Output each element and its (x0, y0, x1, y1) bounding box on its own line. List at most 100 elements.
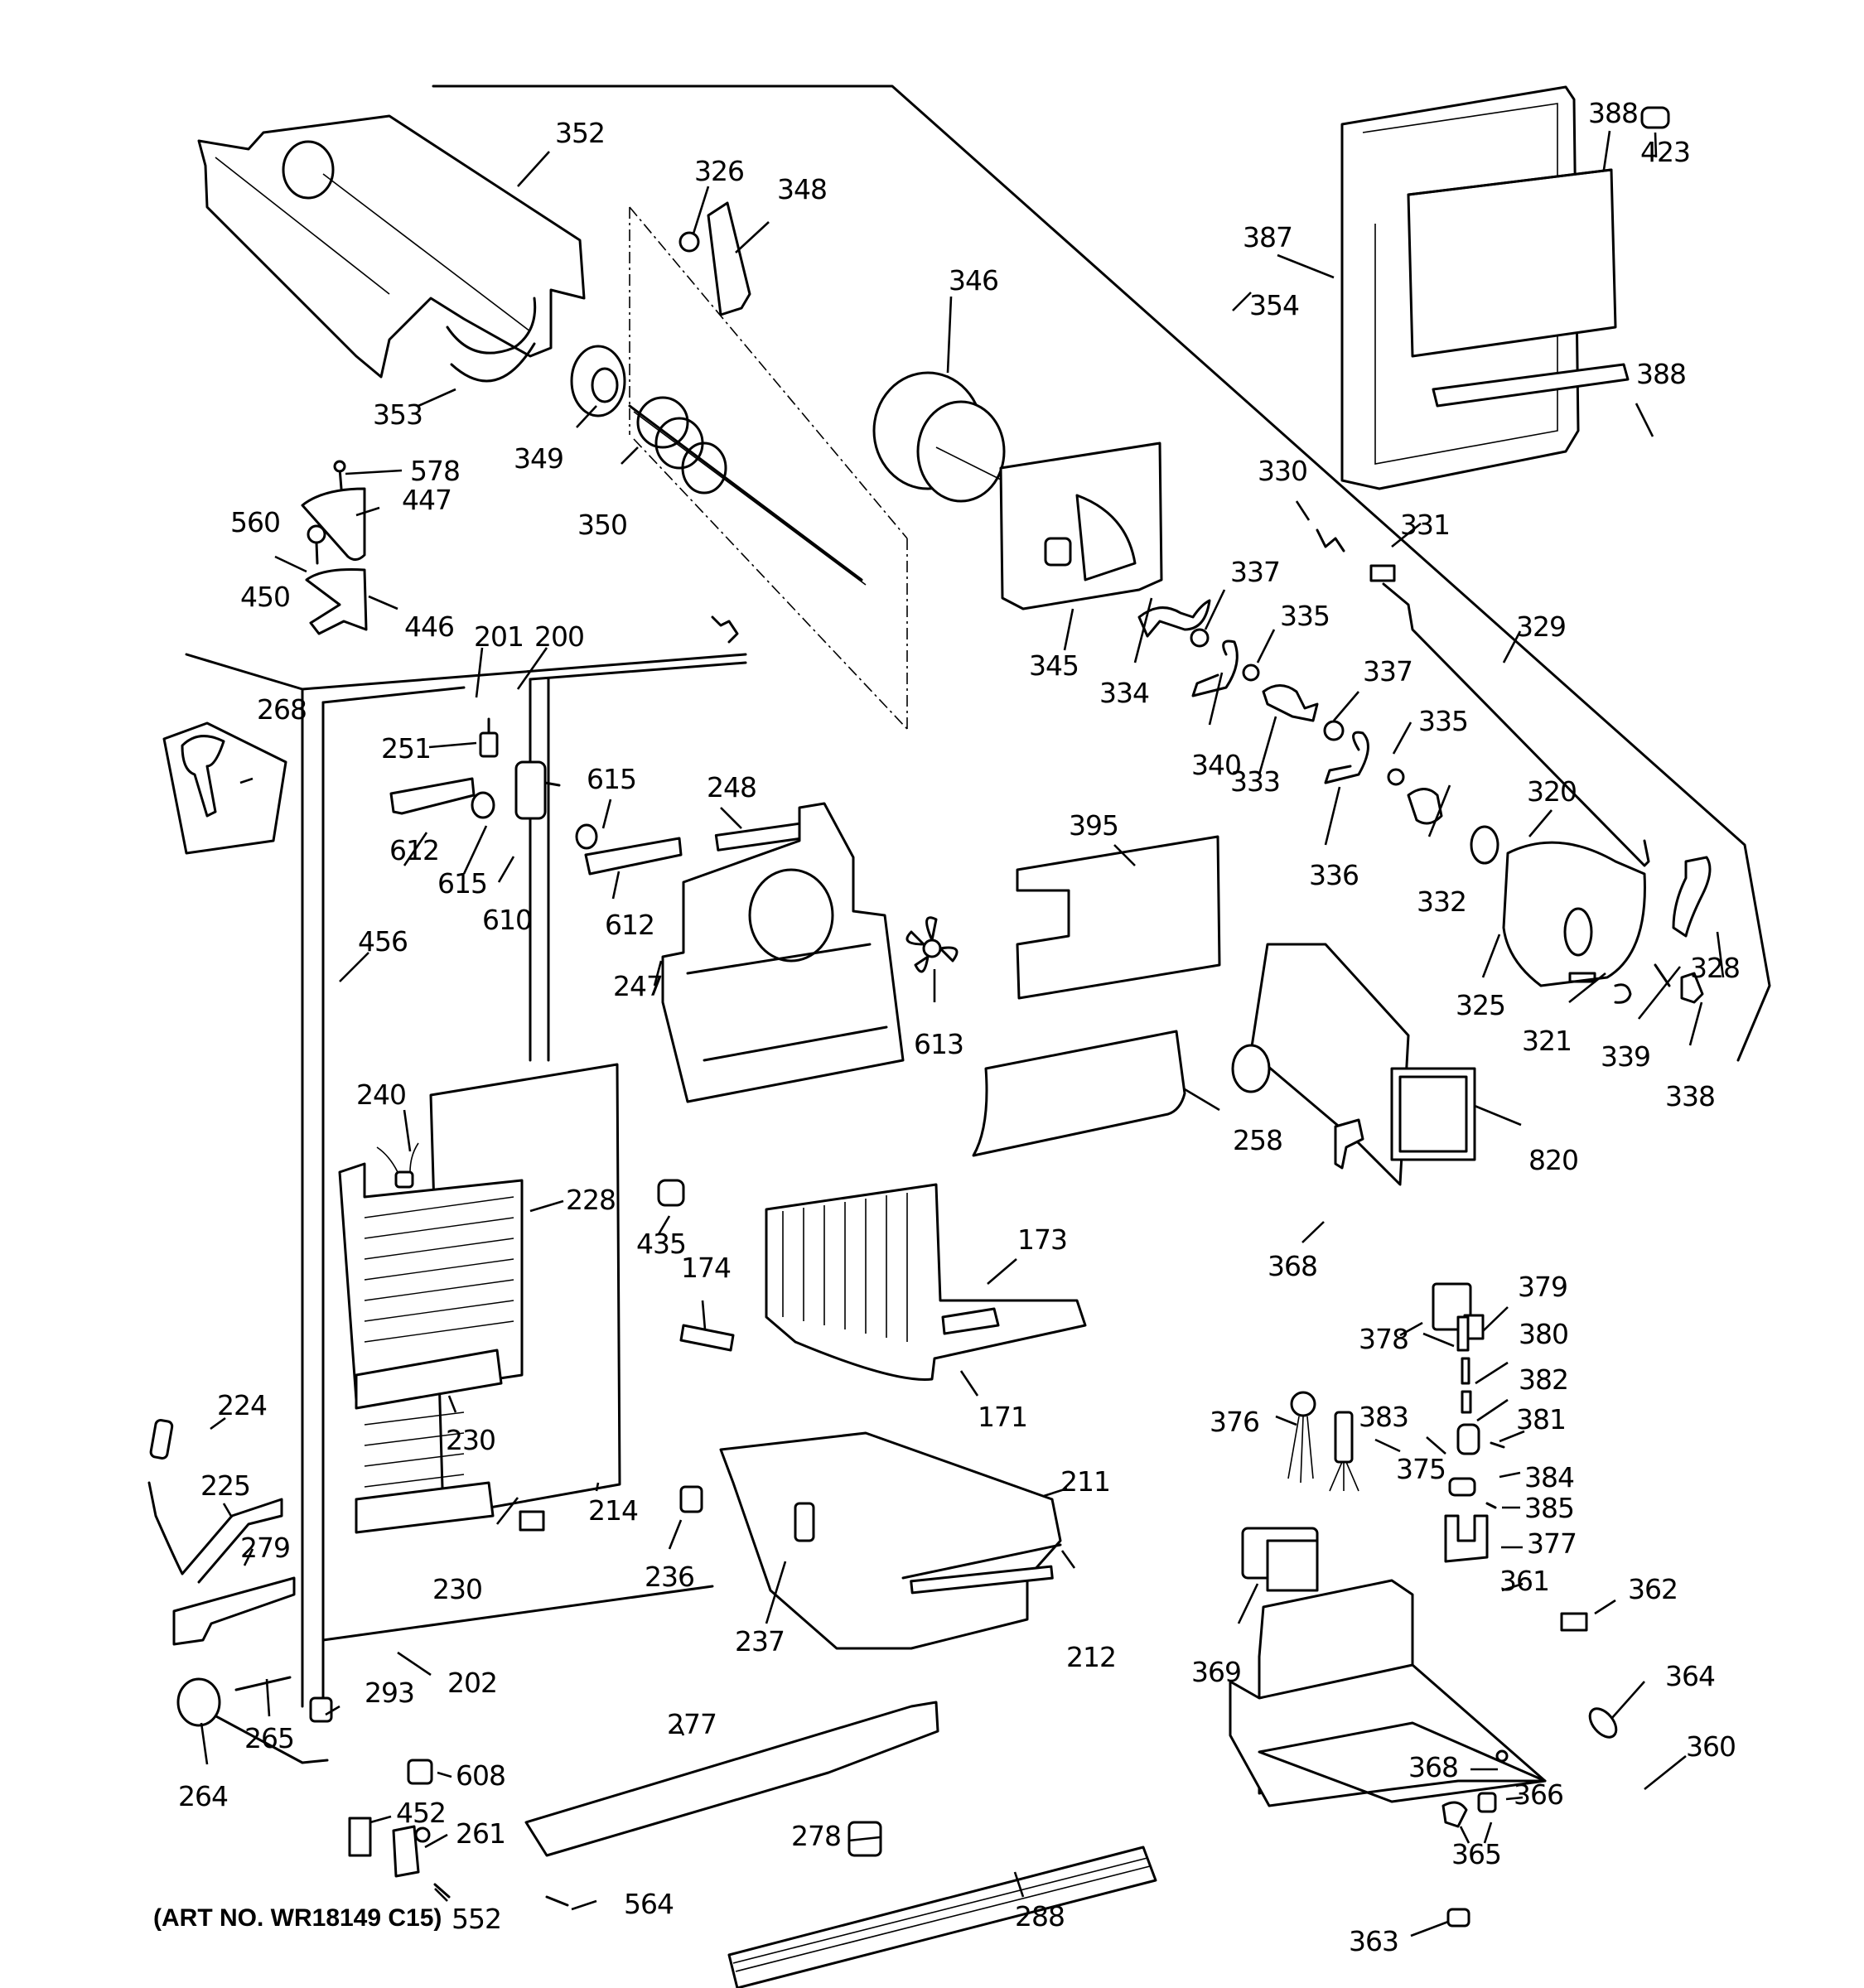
shelf-basket-171[interactable] (765, 1183, 1087, 1381)
hinge-cover-447[interactable] (301, 487, 366, 561)
callout-615-upper[interactable]: 615 (587, 763, 637, 795)
heater-375[interactable] (1329, 1411, 1359, 1492)
guide-328[interactable] (1672, 856, 1712, 938)
callout-388-top[interactable]: 388 (1588, 97, 1639, 129)
callout-346[interactable]: 346 (949, 264, 999, 297)
bracket-612-right[interactable] (584, 837, 683, 876)
callout-348[interactable]: 348 (777, 173, 828, 205)
dispenser-rail-388-bottom[interactable] (1432, 363, 1630, 408)
spring-382[interactable] (1461, 1390, 1472, 1414)
ice-bucket-352[interactable] (197, 114, 586, 379)
callout-247[interactable]: 247 (613, 970, 664, 1002)
mounting-plate-345[interactable] (999, 442, 1163, 610)
callout-328[interactable]: 328 (1690, 952, 1741, 984)
callout-240[interactable]: 240 (356, 1078, 407, 1111)
cap-435[interactable] (657, 1179, 685, 1207)
callout-268[interactable]: 268 (257, 693, 307, 726)
callout-388-bottom[interactable]: 388 (1636, 358, 1687, 390)
callout-560[interactable]: 560 (230, 506, 281, 538)
evaporator-228[interactable] (338, 1162, 524, 1508)
callout-320[interactable]: 320 (1527, 775, 1577, 808)
clip-362[interactable] (1560, 1612, 1588, 1632)
callout-612-left[interactable]: 612 (389, 834, 440, 866)
bracket-368-upper[interactable] (1334, 1118, 1364, 1170)
callout-380[interactable]: 380 (1519, 1318, 1569, 1350)
shim-452[interactable] (348, 1817, 372, 1857)
callout-364[interactable]: 364 (1665, 1660, 1716, 1692)
screw-368-lower[interactable] (1495, 1749, 1509, 1763)
callout-452[interactable]: 452 (396, 1797, 447, 1829)
bushing-320[interactable] (1470, 825, 1499, 865)
clip-331[interactable] (1369, 564, 1396, 582)
callout-225[interactable]: 225 (200, 1469, 251, 1502)
spring-224[interactable] (149, 1419, 174, 1460)
callout-212[interactable]: 212 (1066, 1641, 1117, 1673)
callout-382[interactable]: 382 (1519, 1363, 1569, 1396)
callout-375[interactable]: 375 (1396, 1453, 1446, 1485)
callout-387[interactable]: 387 (1243, 221, 1293, 253)
callout-435[interactable]: 435 (636, 1228, 687, 1260)
callout-258[interactable]: 258 (1233, 1124, 1283, 1156)
motor-housing-325[interactable] (1502, 841, 1646, 987)
screw-564[interactable] (545, 1895, 569, 1907)
callout-354[interactable]: 354 (1249, 289, 1300, 321)
washer-335-lower[interactable] (1387, 768, 1405, 786)
lever-336[interactable] (1324, 731, 1369, 784)
defrost-heater-230-lower[interactable] (355, 1481, 495, 1534)
callout-615-lower[interactable]: 615 (437, 867, 488, 900)
callout-261[interactable]: 261 (456, 1817, 506, 1850)
motor-369[interactable] (1241, 1527, 1319, 1592)
screw-560[interactable] (307, 524, 326, 565)
callout-345[interactable]: 345 (1029, 649, 1079, 682)
plunger-tube-378[interactable] (1456, 1315, 1470, 1352)
callout-361[interactable]: 361 (1499, 1565, 1550, 1597)
screw-552[interactable] (433, 1883, 451, 1899)
callout-264[interactable]: 264 (178, 1780, 229, 1812)
callout-230-upper[interactable]: 230 (446, 1424, 496, 1456)
lever-340[interactable] (1191, 639, 1239, 697)
callout-278[interactable]: 278 (791, 1820, 842, 1852)
crusher-blade-348[interactable] (707, 201, 751, 316)
freezer-liner-456[interactable] (181, 615, 747, 1764)
callout-337-lower[interactable]: 337 (1363, 655, 1413, 688)
screw-578[interactable] (333, 460, 346, 490)
callout-340[interactable]: 340 (1191, 749, 1242, 781)
callout-334[interactable]: 334 (1099, 677, 1150, 709)
clamp-366[interactable] (1477, 1792, 1497, 1813)
callout-332[interactable]: 332 (1417, 885, 1467, 918)
callout-613[interactable]: 613 (914, 1028, 964, 1060)
grille-288[interactable] (727, 1846, 1157, 1988)
body-383[interactable] (1456, 1423, 1480, 1455)
axle-265[interactable] (234, 1676, 292, 1691)
callout-360[interactable]: 360 (1686, 1730, 1736, 1763)
grommet-615-right[interactable] (575, 823, 598, 850)
rod-329[interactable] (1382, 582, 1650, 867)
callout-456[interactable]: 456 (358, 925, 408, 958)
callout-369[interactable]: 369 (1191, 1656, 1242, 1688)
callout-335-lower[interactable]: 335 (1418, 705, 1469, 737)
callout-331[interactable]: 331 (1400, 509, 1451, 541)
icemaker-820[interactable] (1231, 943, 1476, 1186)
ice-bucket-retainer-353[interactable] (450, 342, 536, 383)
callout-237[interactable]: 237 (735, 1625, 785, 1657)
callout-171[interactable]: 171 (978, 1401, 1028, 1433)
callout-366[interactable]: 366 (1514, 1778, 1564, 1811)
cam-334[interactable] (1137, 599, 1211, 638)
callout-228[interactable]: 228 (566, 1184, 616, 1216)
light-socket-423[interactable] (1640, 106, 1670, 129)
callout-446[interactable]: 446 (404, 610, 455, 643)
callout-365[interactable]: 365 (1451, 1838, 1502, 1870)
callout-236[interactable]: 236 (645, 1561, 695, 1593)
grommet-365[interactable] (1441, 1801, 1468, 1828)
nut-384[interactable] (1448, 1477, 1476, 1497)
callout-352[interactable]: 352 (555, 117, 606, 149)
callout-224[interactable]: 224 (217, 1389, 268, 1421)
bracket-377[interactable] (1444, 1514, 1489, 1563)
washer-326[interactable] (678, 231, 700, 253)
spring-337-lower[interactable] (1323, 720, 1345, 741)
callout-173[interactable]: 173 (1017, 1223, 1068, 1256)
callout-362[interactable]: 362 (1628, 1573, 1678, 1605)
shield-258[interactable] (972, 1030, 1186, 1157)
callout-353[interactable]: 353 (373, 398, 423, 431)
auger-350[interactable] (628, 396, 867, 586)
